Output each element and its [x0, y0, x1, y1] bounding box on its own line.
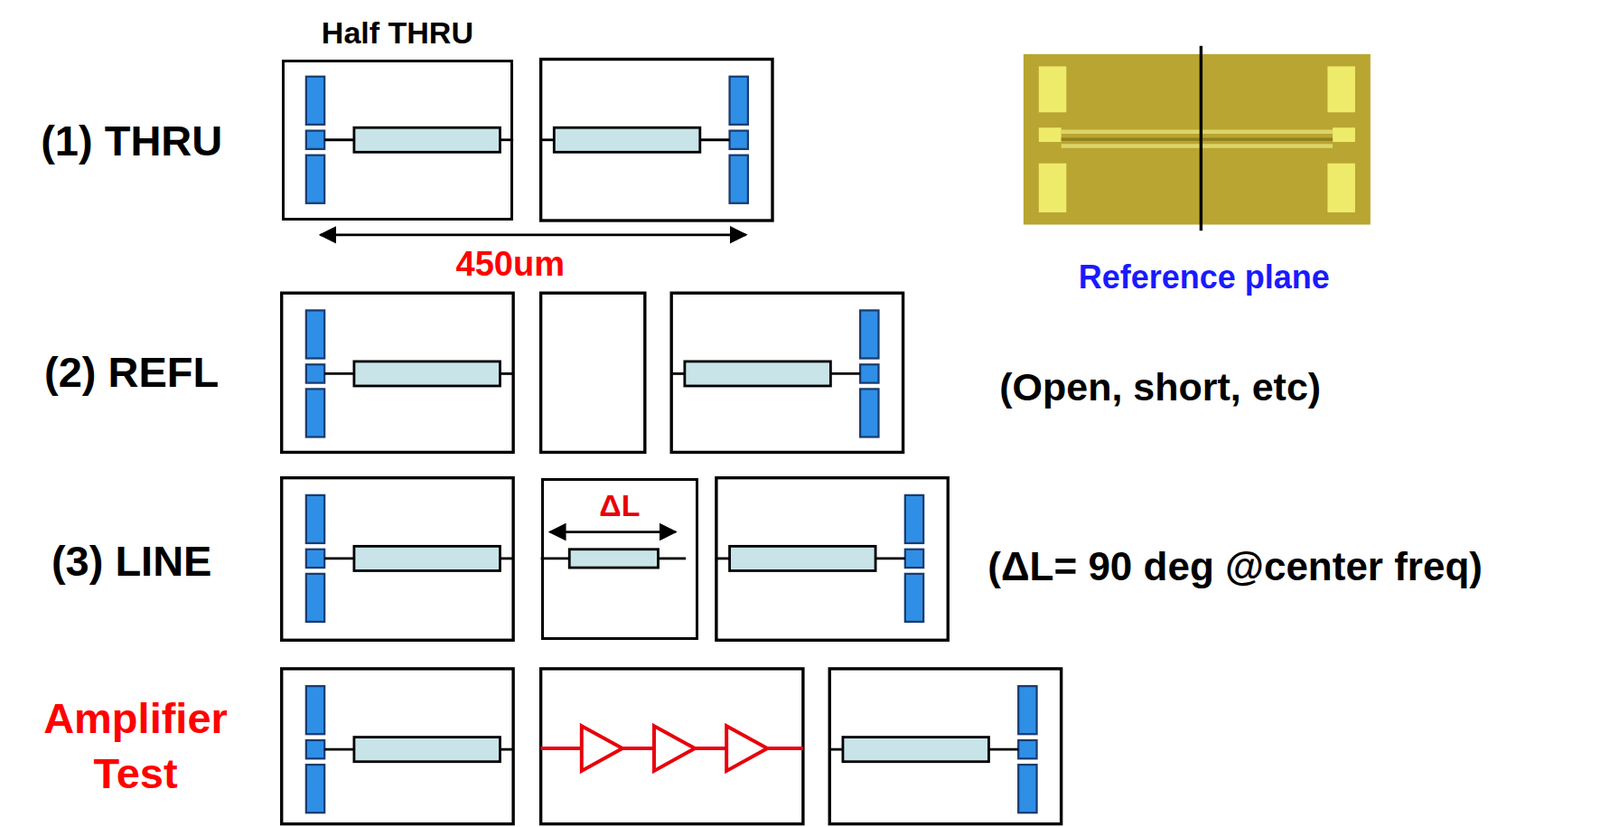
- half-thru-right: [671, 309, 879, 437]
- half-thru-left: [306, 685, 514, 813]
- half-thru-right: [829, 685, 1037, 813]
- amplifier-box: [541, 668, 804, 824]
- photo-pad: [1038, 127, 1062, 142]
- dimension-arrow: [320, 233, 747, 236]
- row-title: Amplifier Test: [5, 691, 266, 800]
- feed-line: [658, 556, 686, 560]
- half-thru-box: [716, 477, 948, 641]
- half-thru-box: [829, 668, 1061, 824]
- photo-line: [1061, 138, 1333, 141]
- chip-photo: [1023, 54, 1371, 225]
- half-thru-box: Half THRU: [281, 59, 514, 221]
- reference-plane-line: [1199, 46, 1203, 231]
- feed-line: [541, 556, 571, 560]
- row-title: (3) LINE: [51, 536, 213, 586]
- reflect-box: [541, 292, 646, 452]
- amplifier-symbol: [654, 725, 695, 771]
- photo-pad: [1327, 163, 1355, 213]
- half-thru-box: [541, 59, 773, 221]
- box-text: Half THRU: [321, 15, 474, 51]
- photo-pad: [1038, 163, 1067, 213]
- photo-pad: [1332, 127, 1356, 142]
- half-thru-left: [306, 309, 514, 437]
- amplifier-symbol: [726, 725, 768, 771]
- reference-plane-label: Reference plane: [1076, 256, 1332, 300]
- amplifier-symbol: [581, 725, 623, 771]
- half-thru-box: [281, 477, 514, 641]
- half-thru-right: [716, 495, 924, 622]
- half-thru-box: [671, 292, 903, 452]
- note-text: (ΔL= 90 deg @center freq): [987, 543, 1483, 590]
- half-thru-box: [281, 668, 514, 824]
- photo-line: [1061, 129, 1333, 134]
- row-title: (1) THRU: [40, 116, 223, 166]
- dimension-label: 450um: [456, 244, 565, 285]
- photo-line: [1061, 143, 1333, 149]
- half-thru-right: [541, 76, 749, 204]
- photo-pad: [1327, 65, 1355, 113]
- line-section-box: ΔL: [541, 477, 699, 641]
- box-text: ΔL: [543, 480, 696, 524]
- half-thru-left: [306, 495, 514, 622]
- note-text: (Open, short, etc): [999, 364, 1321, 410]
- half-thru-left: [306, 76, 514, 204]
- row-title: (2) REFL: [44, 347, 219, 397]
- photo-pad: [1038, 65, 1067, 113]
- half-thru-box: [281, 292, 514, 452]
- line-section: [569, 549, 658, 568]
- dimension-arrow: [550, 530, 676, 534]
